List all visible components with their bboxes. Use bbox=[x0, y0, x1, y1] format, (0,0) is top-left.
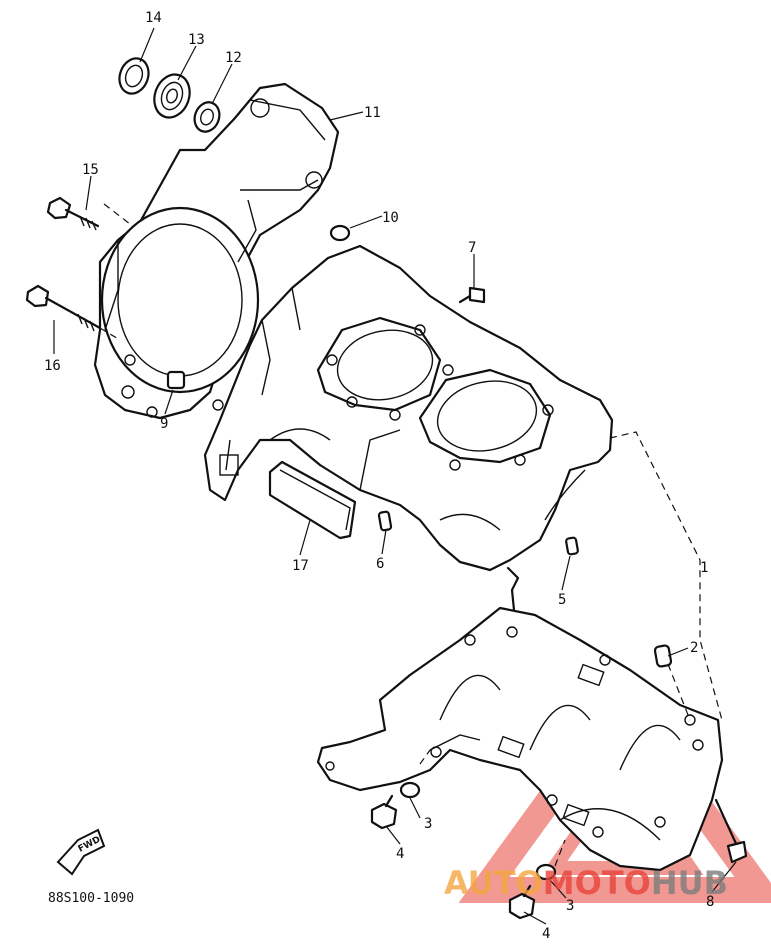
callout-6: 6 bbox=[376, 556, 384, 572]
callout-2: 2 bbox=[690, 640, 698, 656]
part-3-washer-lower bbox=[535, 863, 557, 881]
callout-5: 5 bbox=[558, 592, 566, 608]
part-3-washer-upper bbox=[399, 781, 421, 799]
diagram-part-number: 88S100-1090 bbox=[48, 891, 134, 906]
callout-8: 8 bbox=[706, 894, 714, 910]
part-9-dowel-pin bbox=[166, 370, 186, 390]
part-7-bolt bbox=[458, 286, 486, 304]
lower-crankcase bbox=[316, 566, 724, 872]
forward-arrow-icon: FWD bbox=[56, 828, 106, 876]
part-10-dowel-pin bbox=[329, 224, 351, 242]
part-14-oil-seal bbox=[118, 57, 150, 95]
part-8-long-bolt bbox=[714, 798, 748, 864]
callout-4a: 4 bbox=[396, 846, 404, 862]
callout-3b: 3 bbox=[566, 898, 574, 914]
callout-16: 16 bbox=[44, 358, 61, 374]
part-6-dowel-pin bbox=[377, 510, 393, 532]
callout-1: 1 bbox=[700, 560, 708, 576]
part-4-bolt-lower bbox=[508, 884, 536, 920]
callout-17: 17 bbox=[292, 558, 309, 574]
callout-13: 13 bbox=[188, 32, 205, 48]
part-16-bolt bbox=[25, 284, 102, 332]
part-13-bearing bbox=[153, 73, 191, 119]
part-5-dowel-pin bbox=[565, 536, 579, 556]
callout-12: 12 bbox=[225, 50, 242, 66]
part-17-plate bbox=[268, 460, 357, 540]
watermark-text: AUTOMOTOHUB bbox=[444, 864, 728, 902]
callout-11: 11 bbox=[364, 105, 381, 121]
part-11-housing-cover bbox=[93, 82, 340, 420]
callout-7: 7 bbox=[468, 240, 476, 256]
upper-crankcase bbox=[203, 244, 614, 572]
callout-3a: 3 bbox=[424, 816, 432, 832]
callout-9: 9 bbox=[160, 416, 168, 432]
part-4-bolt-upper bbox=[370, 794, 398, 830]
callout-10: 10 bbox=[382, 210, 399, 226]
callout-15: 15 bbox=[82, 162, 99, 178]
part-15-bolt bbox=[46, 196, 100, 231]
part-12-bearing bbox=[193, 101, 221, 133]
callout-4b: 4 bbox=[542, 926, 550, 942]
leader-lines bbox=[53, 27, 737, 925]
callout-14: 14 bbox=[145, 10, 162, 26]
